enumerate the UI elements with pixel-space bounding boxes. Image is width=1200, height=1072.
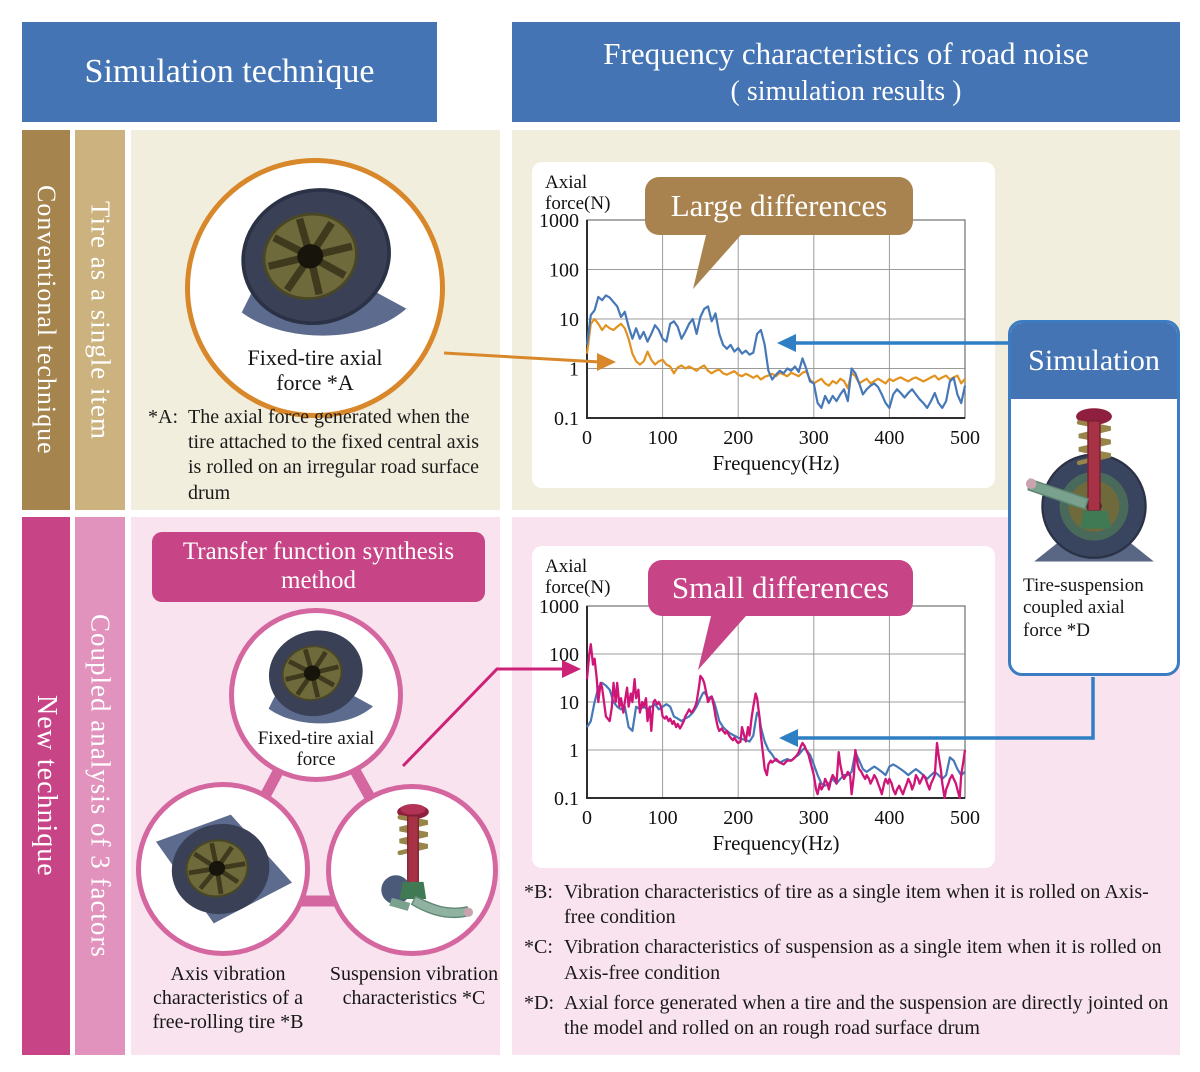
transfer-function-box: Transfer function synthesis method [152,532,485,602]
svg-text:300: 300 [799,427,829,449]
svg-text:200: 200 [723,427,753,449]
svg-text:500: 500 [950,427,980,449]
fixed-tire-small-caption-line2: force [296,748,336,770]
fixed-tire-circle-small: Fixed-tire axial force [229,608,403,782]
conventional-technique-label: Conventional technique [32,185,61,455]
footnote-c: *C: Vibration characteristics of suspens… [524,935,1176,985]
footnotes-bcd: *B: Vibration characteristics of tire as… [524,880,1176,1041]
y-axis-label-top: Axial force(N) [545,172,610,215]
svg-text:100: 100 [648,427,678,449]
fixed-tire-small-caption-line1: Fixed-tire axial [257,728,375,749]
large-differences-callout: Large differences [645,177,913,289]
footnote-c-text: Vibration characteristics of suspension … [564,936,1162,984]
svg-text:10: 10 [559,692,579,714]
chart-plot-top: 0 100 200 300 400 500 1000 100 10 1 0.1Frequency(H… [539,210,980,475]
svg-text:0: 0 [582,807,592,829]
footnote-d-text: Axial force generated when a tire and th… [564,991,1169,1039]
y-axis-label-bottom-line1: Axial [545,556,588,577]
svg-text:Frequency(Hz): Frequency(Hz) [712,451,839,475]
y-axis-label-top-line1: Axial [545,172,588,193]
coupled-analysis-label: Coupled analysis of 3 factors [85,614,116,958]
svg-text:1: 1 [569,740,579,762]
header-frequency-characteristics: Frequency characteristics of road noise … [512,22,1180,122]
svg-text:400: 400 [874,427,904,449]
svg-text:100: 100 [549,644,579,666]
simulation-box-title: Simulation [1028,344,1160,377]
svg-text:100: 100 [648,807,678,829]
footnote-b-text: Vibration characteristics of tire as a s… [564,881,1149,929]
tire-single-item-label: Tire as a single item [85,200,116,440]
fixed-tire-circle: Fixed-tire axial force *A [185,158,445,418]
footnote-c-marker: *C: [524,936,553,959]
simulation-box: Simulation Tire-suspension coupled axial… [1008,320,1180,676]
y-axis-label-bottom: Axial force(N) [545,556,610,599]
svg-text:300: 300 [799,807,829,829]
footnote-a: *A: The axial force generated when the t… [148,405,496,506]
tire-model-image [268,630,374,724]
y-axis-label-top-line2: force(N) [545,193,611,215]
small-differences-label: Small differences [671,570,890,605]
svg-text:1000: 1000 [539,596,579,618]
fixed-tire-caption-line1: Fixed-tire axial [247,345,383,370]
fixed-tire-caption: Fixed-tire axial force *A [190,345,440,396]
svg-text:10: 10 [559,309,579,331]
footnote-b: *B: Vibration characteristics of tire as… [524,880,1176,930]
row-sublabel-coupled-analysis: Coupled analysis of 3 factors [75,517,125,1055]
footnote-b-marker: *B: [524,881,553,903]
footnote-a-marker: *A: [148,406,178,428]
svg-text:1000: 1000 [539,210,579,232]
svg-text:500: 500 [950,807,980,829]
new-technique-label: New technique [31,695,62,877]
y-axis-label-bottom-line2: force(N) [545,577,611,599]
row-label-new-technique: New technique [22,517,70,1055]
svg-text:1: 1 [569,359,579,381]
svg-text:0.1: 0.1 [554,408,579,430]
header-left-title: Simulation technique [84,53,375,90]
small-differences-callout: Small differences [648,560,913,670]
free-rolling-tire-caption: Axis vibration characteristics of a free… [152,963,304,1033]
svg-text:100: 100 [549,260,579,282]
fixed-tire-caption-line2: force *A [276,370,354,396]
svg-text:0: 0 [582,427,592,449]
svg-text:Frequency(Hz): Frequency(Hz) [712,831,839,855]
suspension-caption: Suspension vibration characteristics *C [329,963,499,1009]
transfer-box-line1: Transfer function synthesis [182,538,455,566]
row-sublabel-tire-single-item: Tire as a single item [75,130,125,510]
large-differences-label: Large differences [670,188,888,223]
footnote-d: *D: Axial force generated when a tire an… [524,991,1176,1041]
footnote-d-marker: *D: [524,991,554,1014]
suspension-circle [326,784,498,956]
svg-text:200: 200 [723,807,753,829]
header-simulation-technique: Simulation technique [22,22,437,122]
svg-text:0.1: 0.1 [554,788,579,810]
transfer-box-line2: method [281,567,356,594]
free-rolling-tire-circle [136,782,310,956]
tire-suspension-model-image [1025,408,1154,562]
simulation-box-caption: Tire-suspension coupled axial force *D [1023,575,1144,641]
footnote-a-text: The axial force generated when the tire … [188,406,479,504]
free-rolling-tire-image [156,814,292,924]
svg-text:400: 400 [874,807,904,829]
row-label-conventional-technique: Conventional technique [22,130,70,510]
tire-model-image [241,188,407,336]
suspension-model-image [381,803,474,919]
header-right-line2: ( simulation results ) [730,75,962,107]
simulation-box-header: Simulation [1011,323,1177,399]
fixed-tire-small-caption: Fixed-tire axial force [234,728,398,771]
header-right-line1: Frequency characteristics of road noise [603,36,1089,72]
